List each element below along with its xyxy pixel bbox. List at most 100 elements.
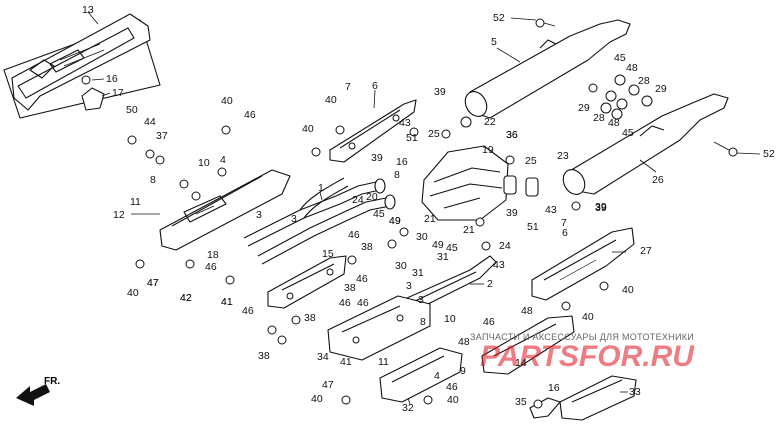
callout-8c: 8 — [394, 169, 400, 181]
callout-31: 31 — [412, 267, 424, 279]
callout-48d: 48 — [458, 336, 470, 348]
callout-39: 39 — [434, 86, 446, 98]
callout-37: 37 — [156, 130, 168, 142]
callout-38: 38 — [361, 241, 373, 253]
callout-49c: 49 — [389, 215, 401, 227]
callout-45d: 45 — [446, 242, 458, 254]
callout-50: 50 — [126, 104, 138, 116]
callout-48: 48 — [626, 62, 638, 74]
callout-4b: 4 — [434, 370, 440, 382]
callout-38c: 38 — [304, 312, 316, 324]
callout-32: 32 — [402, 402, 414, 414]
callout-44: 44 — [144, 116, 156, 128]
callout-40h: 40 — [582, 311, 594, 323]
callout-39c: 39 — [595, 202, 607, 214]
callout-36b: 36 — [506, 129, 518, 141]
callout-48c: 48 — [521, 305, 533, 317]
callout-16: 16 — [106, 73, 118, 85]
callout-52: 52 — [493, 12, 505, 24]
callout-46: 46 — [244, 109, 256, 121]
callout-13: 13 — [82, 4, 94, 16]
part-32-lower-bracket — [379, 347, 463, 405]
callout-41: 41 — [221, 296, 233, 308]
callout-9: 9 — [460, 365, 466, 377]
callout-51b: 51 — [527, 221, 539, 233]
callout-38b: 38 — [344, 282, 356, 294]
callout-11: 11 — [130, 196, 141, 208]
part-1-exhaust-pipe-assembly — [243, 177, 396, 265]
callout-39b: 39 — [371, 152, 383, 164]
callout-14: 14 — [515, 357, 527, 369]
callout-41c: 41 — [221, 296, 233, 308]
callout-15: 15 — [322, 248, 334, 260]
callout-22: 22 — [484, 116, 496, 128]
callout-40g: 40 — [622, 284, 634, 296]
callout-51: 51 — [406, 132, 418, 144]
callout-42b: 42 — [180, 292, 192, 304]
callout-21b: 21 — [424, 213, 436, 225]
callout-40c: 40 — [302, 123, 314, 135]
part-34-bracket-plate — [327, 295, 431, 361]
part-14-heat-shield — [481, 315, 575, 375]
callout-45b: 45 — [622, 127, 634, 139]
callout-46g: 46 — [357, 297, 369, 309]
callout-3b: 3 — [291, 213, 297, 225]
callout-25b: 25 — [525, 155, 537, 167]
front-direction-arrow — [16, 384, 50, 406]
callout-40f: 40 — [447, 394, 459, 406]
callout-47b: 47 — [322, 379, 334, 391]
callout-30b: 30 — [395, 260, 407, 272]
callout-3: 3 — [256, 209, 262, 221]
callout-8: 8 — [150, 174, 156, 186]
callout-43b: 43 — [545, 204, 557, 216]
callout-45c: 45 — [373, 208, 385, 220]
callout-43: 43 — [399, 117, 411, 129]
part-27-heat-shield-right — [531, 227, 635, 301]
callout-48b: 48 — [608, 117, 620, 129]
callout-46i: 46 — [483, 316, 495, 328]
callout-40d: 40 — [127, 287, 139, 299]
callout-38d: 38 — [258, 350, 270, 362]
callout-2: 2 — [487, 278, 493, 290]
callout-29b: 29 — [578, 102, 590, 114]
callout-12: 12 — [113, 209, 125, 221]
part-6-exhaust-bracket — [329, 89, 417, 163]
callout-28b: 28 — [593, 112, 605, 124]
callout-46f: 46 — [339, 297, 351, 309]
callout-46b: 46 — [348, 229, 360, 241]
callout-40b: 40 — [325, 94, 337, 106]
part-26-left-muffler — [562, 93, 761, 195]
part-15-center-cover — [267, 255, 347, 309]
mounting-hardware-stack — [588, 74, 653, 120]
callout-3c: 3 — [406, 280, 412, 292]
callout-17: 17 — [112, 87, 124, 99]
callout-19: 19 — [482, 144, 494, 156]
callout-39e: 39 — [595, 201, 607, 213]
callout-42: 42 — [180, 292, 192, 304]
callout-20: 20 — [366, 191, 378, 203]
callout-16b: 16 — [548, 382, 560, 394]
callout-46d: 46 — [356, 273, 368, 285]
callout-49: 49 — [389, 215, 401, 227]
callout-34: 34 — [317, 351, 329, 363]
callout-1: 1 — [318, 182, 324, 194]
callout-24: 24 — [352, 194, 364, 206]
callout-36: 36 — [506, 129, 518, 141]
part-33-cover — [529, 375, 637, 421]
callout-52b: 52 — [763, 148, 775, 160]
callout-31b: 31 — [437, 251, 449, 263]
callout-23: 23 — [557, 150, 569, 162]
part-12-heat-protector — [131, 169, 291, 251]
callout-49b: 49 — [432, 239, 444, 251]
callout-27: 27 — [640, 245, 652, 257]
callout-3d: 3 — [418, 294, 424, 306]
callout-40: 40 — [221, 95, 233, 107]
small-fasteners — [127, 116, 609, 409]
callout-6b: 6 — [562, 227, 568, 239]
part-13-heat-shield-inset — [3, 11, 161, 119]
callout-18: 18 — [207, 249, 219, 261]
callout-47: 47 — [147, 277, 159, 289]
callout-7b: 7 — [561, 217, 567, 229]
